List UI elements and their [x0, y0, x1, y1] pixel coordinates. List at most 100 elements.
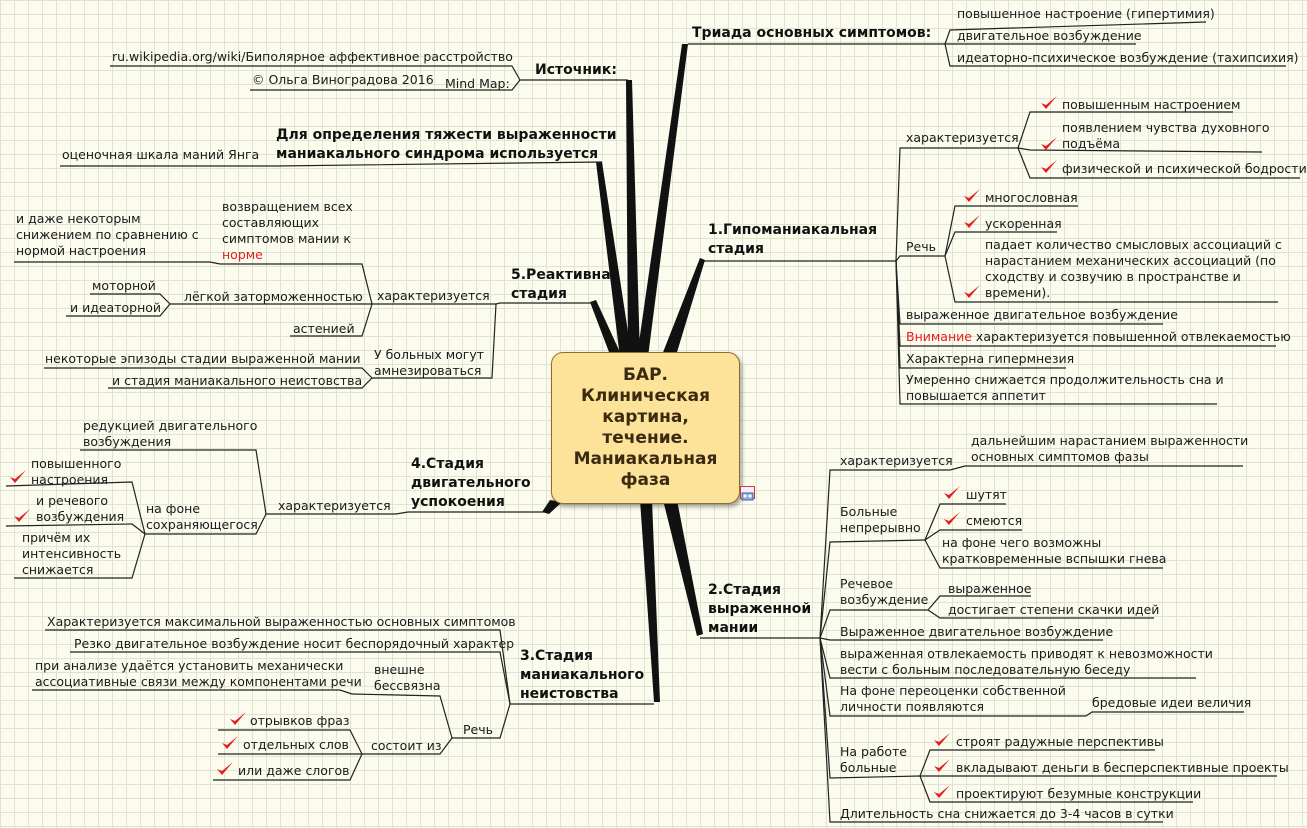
severity-scale[interactable]: оценочная шкала маний Янга — [62, 147, 260, 162]
stage3-consists-item[interactable]: отдельных слов — [243, 737, 349, 752]
stage2-delusion[interactable]: бредовые идеи величия — [1092, 695, 1252, 710]
stage3-title-line3[interactable]: неистовства — [520, 686, 619, 702]
stage5-asthenia[interactable]: астенией — [293, 321, 355, 336]
check-icon — [230, 712, 246, 725]
source-url[interactable]: ru.wikipedia.org/wiki/Биполярное аффекти… — [112, 49, 513, 64]
stage2-speech-label[interactable]: Речевое — [840, 576, 894, 591]
stage2-work-label[interactable]: На работе — [840, 744, 907, 759]
stage2-anger[interactable]: на фоне чего возможны — [942, 535, 1102, 550]
attention-word: Внимание — [906, 329, 972, 344]
stage1-char-item[interactable]: появлением чувства духовного — [1062, 120, 1270, 135]
stage5-amnesia-item[interactable]: и стадия маниакального неистовства — [112, 373, 363, 388]
source-title[interactable]: Источник: — [535, 62, 617, 78]
stage2-motor[interactable]: Выраженное двигательное возбуждение — [840, 624, 1114, 639]
triad-item[interactable]: двигательное возбуждение — [957, 28, 1142, 43]
stage2-work-item[interactable]: строят радужные перспективы — [956, 734, 1164, 749]
stage3-consists-item[interactable]: или даже слогов — [238, 763, 350, 778]
stage2-patients-label[interactable]: Больные — [840, 504, 898, 519]
stage2-patients-item[interactable]: шутят — [966, 487, 1007, 502]
check-icon — [934, 785, 950, 798]
severity-title-line2[interactable]: маниакального синдрома используется — [276, 146, 599, 162]
stage5-return[interactable]: возвращением всех — [222, 199, 353, 214]
stage5-return-norm: норме — [222, 247, 263, 262]
stage1-speech-item[interactable]: ускоренная — [985, 216, 1062, 231]
stage4-char-label[interactable]: характеризуется — [278, 498, 391, 513]
stage3-incoherent-label[interactable]: внешне — [374, 662, 425, 677]
stage1-sleep[interactable]: Умеренно снижается продолжительность сна… — [906, 372, 1224, 387]
stage2-char-text[interactable]: дальнейшим нарастанием выраженности — [971, 433, 1249, 448]
stage2-distract[interactable]: выраженная отвлекаемость приводят к нево… — [840, 646, 1213, 661]
stage3-speech-label[interactable]: Речь — [463, 722, 493, 737]
stage5-decrease[interactable]: и даже некоторым — [16, 211, 141, 226]
stage4-title-line3[interactable]: успокоения — [411, 494, 505, 510]
stage5-ideator[interactable]: и идеаторной — [70, 300, 162, 315]
attention-text: характеризуется повышенной отвлекаемость… — [971, 329, 1291, 344]
stage3-item[interactable]: Резко двигательное возбуждение носит бес… — [74, 636, 515, 651]
stage5-title-line1[interactable]: 5.Реактивная — [511, 267, 620, 283]
stage2-sleep[interactable]: Длительность сна снижается до 3-4 часов … — [840, 806, 1174, 821]
stage2-anger: кратковременные вспышки гнева — [942, 551, 1167, 566]
triad-item[interactable]: повышенное настроение (гипертимия) — [957, 6, 1215, 21]
stage3-consists-item[interactable]: отрывков фраз — [250, 713, 350, 728]
stage2-overestimation[interactable]: На фоне переоценки собственной — [840, 683, 1066, 698]
stage1-attention[interactable]: Внимание характеризуется повышенной отвл… — [906, 329, 1291, 345]
source-author[interactable]: © Ольга Виноградова 2016 — [252, 72, 434, 87]
stage1-title-line1[interactable]: 1.Гипоманиакальная — [708, 222, 878, 238]
stage2-work-item[interactable]: вкладывают деньги в бесперспективные про… — [956, 760, 1289, 775]
stage3-analysis[interactable]: при анализе удаётся установить механичес… — [35, 658, 344, 673]
stage4-reduction[interactable]: редукцией двигательного — [83, 418, 258, 433]
triad-title[interactable]: Триада основных симптомов: — [692, 25, 932, 41]
stage4-mood[interactable]: повышенного — [31, 456, 122, 471]
stage3-title-line2[interactable]: маниакального — [520, 667, 645, 683]
stage2-speech-item[interactable]: выраженное — [948, 581, 1032, 596]
stage1-speech-label[interactable]: Речь — [906, 239, 936, 254]
stage1-char-item[interactable]: физической и психической бодрости — [1062, 161, 1307, 176]
stage4-intensity: снижается — [22, 562, 94, 577]
stage4-title-line2[interactable]: двигательного — [411, 475, 531, 491]
check-icon — [1041, 137, 1057, 150]
stage3-title-line1[interactable]: 3.Стадия — [520, 648, 594, 664]
stage2-work-item[interactable]: проектируют безумные конструкции — [956, 786, 1202, 801]
stage3-item[interactable]: Характеризуется максимальной выраженност… — [47, 614, 516, 629]
stage4-speech: возбуждения — [36, 509, 125, 524]
check-icon — [934, 733, 950, 746]
stage1-title-line2[interactable]: стадия — [708, 241, 764, 257]
stage5-retard-label[interactable]: лёгкой заторможенностью — [184, 289, 363, 304]
stage1-hypermnesia[interactable]: Характерна гипермнезия — [906, 351, 1075, 366]
stage3-analysis: ассоциативные связи между компонентами р… — [35, 674, 362, 689]
stage4-intensity[interactable]: причём их — [22, 530, 91, 545]
stage2-title-line1[interactable]: 2.Стадия — [708, 582, 782, 598]
stage5-amnesia-item[interactable]: некоторые эпизоды стадии выраженной мани… — [45, 351, 361, 366]
stage2-title-line3[interactable]: мании — [708, 620, 759, 636]
stage2-patients-item[interactable]: смеются — [966, 513, 1023, 528]
stage1-motor[interactable]: выраженное двигательное возбуждение — [906, 307, 1178, 322]
stage1-char-label[interactable]: характеризуется — [906, 130, 1019, 145]
source-mindmap-label[interactable]: Mind Map: — [445, 76, 510, 91]
severity-title-line1[interactable]: Для определения тяжести выраженности — [276, 127, 617, 143]
triad-item[interactable]: идеаторно-психическое возбуждение (тахип… — [957, 50, 1299, 65]
stage5-amnesia-label[interactable]: У больных могут — [374, 347, 485, 362]
check-icon — [222, 736, 238, 749]
central-topic[interactable]: БАР. Клиническая картина, течение. Маниа… — [551, 352, 740, 504]
stage5-amnesia-label: амнезироваться — [374, 363, 482, 378]
stage4-speech[interactable]: и речевого — [36, 493, 109, 508]
stage1-speech-item[interactable]: многословная — [985, 190, 1078, 205]
stage5-char-label[interactable]: характеризуется — [377, 288, 490, 303]
stage2-title-line2[interactable]: выраженной — [708, 601, 812, 617]
hyperlink-icon[interactable] — [740, 486, 755, 501]
stage1-speech-assoc: нарастанием механических ассоциаций (по — [985, 253, 1276, 268]
stage4-title-line1[interactable]: 4.Стадия — [411, 456, 485, 472]
stage1-speech-assoc[interactable]: падает количество смысловых ассоциаций с — [985, 237, 1282, 252]
stage2-patients-label: непрерывно — [840, 520, 921, 535]
stage5-motor[interactable]: моторной — [92, 278, 156, 293]
check-icon — [944, 512, 960, 525]
check-icon — [944, 486, 960, 499]
stage1-char-item[interactable]: повышенным настроением — [1062, 97, 1241, 112]
stage4-bg-label[interactable]: на фоне — [146, 501, 201, 516]
stage2-char-label[interactable]: характеризуется — [840, 453, 953, 468]
stage3-consists-label[interactable]: состоит из — [371, 738, 442, 753]
stage2-overestimation: личности появляются — [840, 699, 984, 714]
stage4-intensity: интенсивность — [22, 546, 122, 561]
stage2-speech-item[interactable]: достигает степени скачки идей — [948, 602, 1160, 617]
stage5-title-line2[interactable]: стадия — [511, 286, 567, 302]
